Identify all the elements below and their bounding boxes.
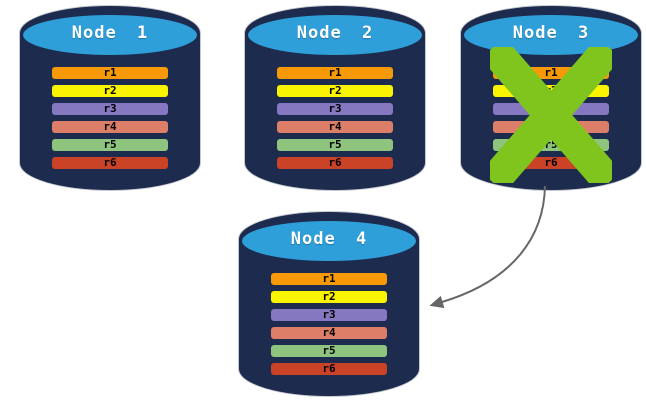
node-2-cylinder: Node 2 r1 r2 r3 r4 r5 r6 xyxy=(245,6,425,190)
row-r5: r5 xyxy=(271,345,387,357)
node-4-cylinder: Node 4 r1 r2 r3 r4 r5 r6 xyxy=(239,212,419,396)
row-r3: r3 xyxy=(52,103,168,115)
row-r4: r4 xyxy=(271,327,387,339)
row-r5: r5 xyxy=(52,139,168,151)
node-title: Node 1 xyxy=(71,23,149,43)
failure-x-icon xyxy=(480,37,622,193)
row-r1: r1 xyxy=(271,273,387,285)
node-1-cylinder: Node 1 r1 r2 r3 r4 r5 r6 xyxy=(20,6,200,190)
row-list: r1 r2 r3 r4 r5 r6 xyxy=(52,67,168,169)
row-r2: r2 xyxy=(271,291,387,303)
node-title: Node 4 xyxy=(290,229,368,249)
row-r4: r4 xyxy=(277,121,393,133)
cylinder-top-cap xyxy=(248,15,422,55)
node-title: Node 3 xyxy=(512,23,590,43)
row-r6: r6 xyxy=(52,157,168,169)
row-list: r1 r2 r3 r4 r5 r6 xyxy=(271,273,387,375)
row-r3: r3 xyxy=(277,103,393,115)
row-r5: r5 xyxy=(277,139,393,151)
row-r1: r1 xyxy=(52,67,168,79)
cylinder-top-cap xyxy=(242,221,416,261)
row-r4: r4 xyxy=(52,121,168,133)
row-r6: r6 xyxy=(277,157,393,169)
replication-arrow xyxy=(415,180,565,315)
row-r1: r1 xyxy=(277,67,393,79)
row-r3: r3 xyxy=(271,309,387,321)
node-title: Node 2 xyxy=(296,23,374,43)
row-r2: r2 xyxy=(277,85,393,97)
cylinder-top-cap xyxy=(23,15,197,55)
row-r2: r2 xyxy=(52,85,168,97)
row-list: r1 r2 r3 r4 r5 r6 xyxy=(277,67,393,169)
row-r6: r6 xyxy=(271,363,387,375)
